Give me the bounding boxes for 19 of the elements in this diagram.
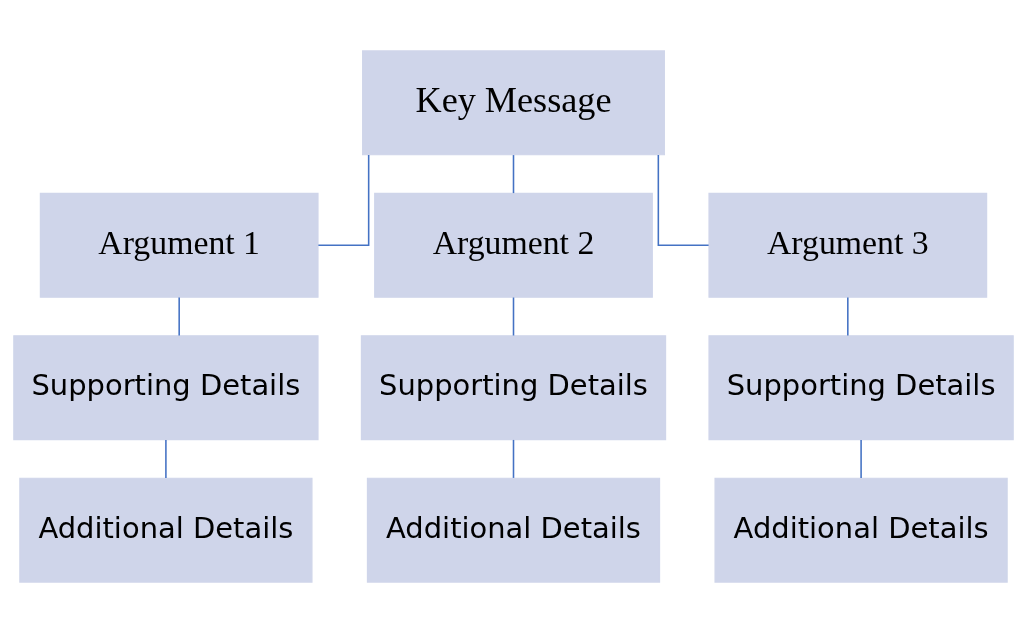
node-box: Supporting Details (707, 334, 1014, 440)
node-box: Argument 1 (39, 192, 319, 298)
connector (512, 438, 514, 479)
connector (512, 296, 514, 336)
connector (177, 296, 180, 336)
connector (317, 153, 369, 246)
connector (657, 153, 709, 246)
connector (512, 153, 514, 194)
node-box: Additional Details (713, 477, 1008, 583)
node-box: Supporting Details (360, 334, 666, 440)
connector (859, 438, 862, 479)
node-box: Supporting Details (12, 334, 319, 440)
node-box: Additional Details (366, 477, 660, 583)
connector (846, 296, 849, 336)
node-box: Additional Details (18, 477, 313, 583)
node-box: Argument 2 (373, 192, 653, 298)
connector (164, 438, 167, 479)
node-box: Key Message (361, 49, 665, 155)
node-box: Argument 3 (707, 192, 987, 298)
